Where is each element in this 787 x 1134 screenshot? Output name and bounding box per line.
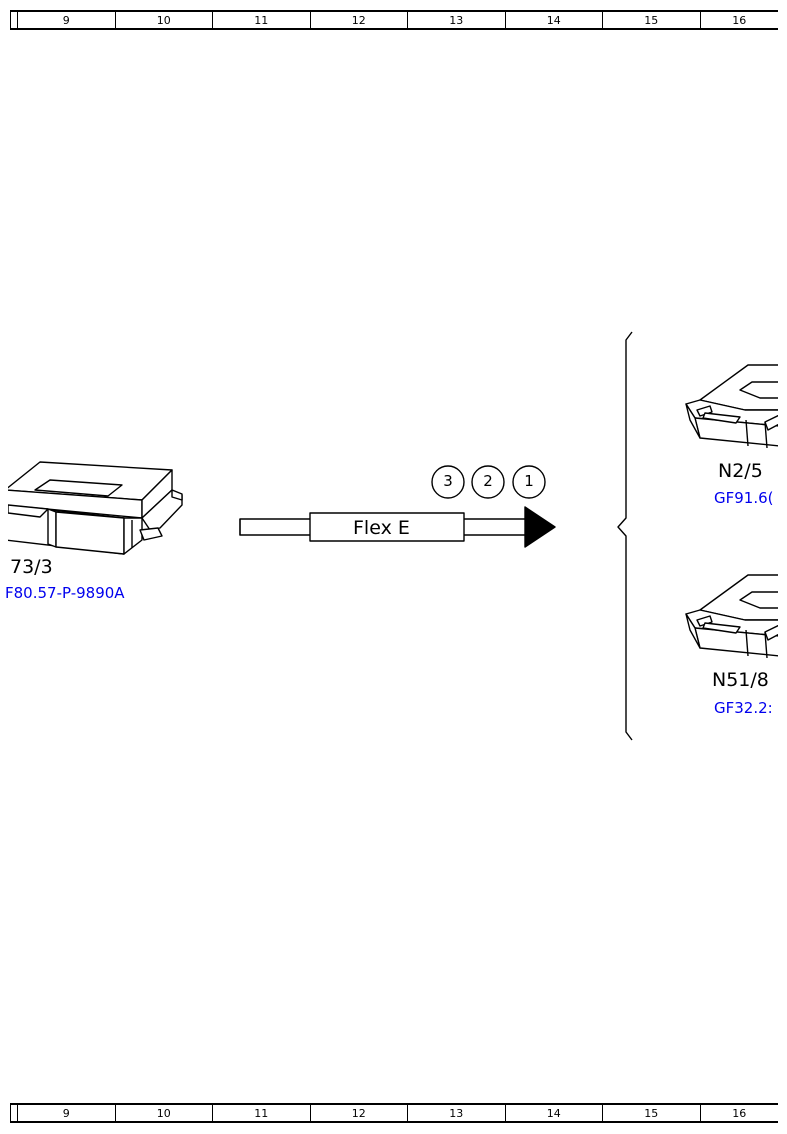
ruler-cell: 14	[506, 1105, 603, 1121]
control-unit-left-icon[interactable]	[5, 461, 183, 555]
control-unit-right-top-icon[interactable]	[685, 364, 787, 449]
bus-label: Flex E	[353, 517, 410, 539]
badge-number: 1	[524, 472, 534, 490]
top-ruler: 9 10 11 12 13 14 15 16	[10, 10, 778, 30]
ruler-cell: 14	[506, 12, 603, 28]
badge-circle	[431, 465, 465, 499]
ruler-cell: 10	[116, 1105, 213, 1121]
ruler-cell: 9	[18, 1105, 116, 1121]
bottom-ruler: 9 10 11 12 13 14 15 16	[10, 1103, 778, 1123]
ruler-cell: 12	[311, 1105, 408, 1121]
badge-number: 2	[483, 472, 493, 490]
ruler-lead	[11, 12, 18, 28]
badge-circle	[471, 465, 505, 499]
badge-circle	[512, 465, 546, 499]
ruler-cell: 11	[213, 1105, 311, 1121]
ruler-cell: 16	[732, 14, 747, 27]
component-code-link-right-top[interactable]: GF91.6(	[714, 489, 774, 507]
ruler-cell: 16	[732, 1107, 747, 1120]
ruler-cell: 13	[408, 1105, 506, 1121]
ruler-cell: 12	[311, 12, 408, 28]
component-code-link-left[interactable]: F80.57-P-9890A	[5, 584, 125, 602]
component-code-link-right-bottom[interactable]: GF32.2:	[714, 699, 773, 717]
ruler-cell: 11	[213, 12, 311, 28]
ruler-cell: 9	[18, 12, 116, 28]
control-unit-right-bottom-icon[interactable]	[685, 574, 787, 659]
component-label-right-bottom: N51/8	[712, 669, 769, 691]
component-label-right-top: N2/5	[718, 460, 763, 482]
ruler-cell: 15	[603, 1105, 701, 1121]
component-label-left: 73/3	[10, 556, 53, 578]
ruler-cell: 10	[116, 12, 213, 28]
flex-e-label-box	[309, 512, 465, 542]
ruler-lead	[11, 1105, 18, 1121]
ruler-cell: 13	[408, 12, 506, 28]
grouping-brace	[617, 331, 633, 741]
badge-number: 3	[443, 472, 453, 490]
ruler-cell: 15	[603, 12, 701, 28]
